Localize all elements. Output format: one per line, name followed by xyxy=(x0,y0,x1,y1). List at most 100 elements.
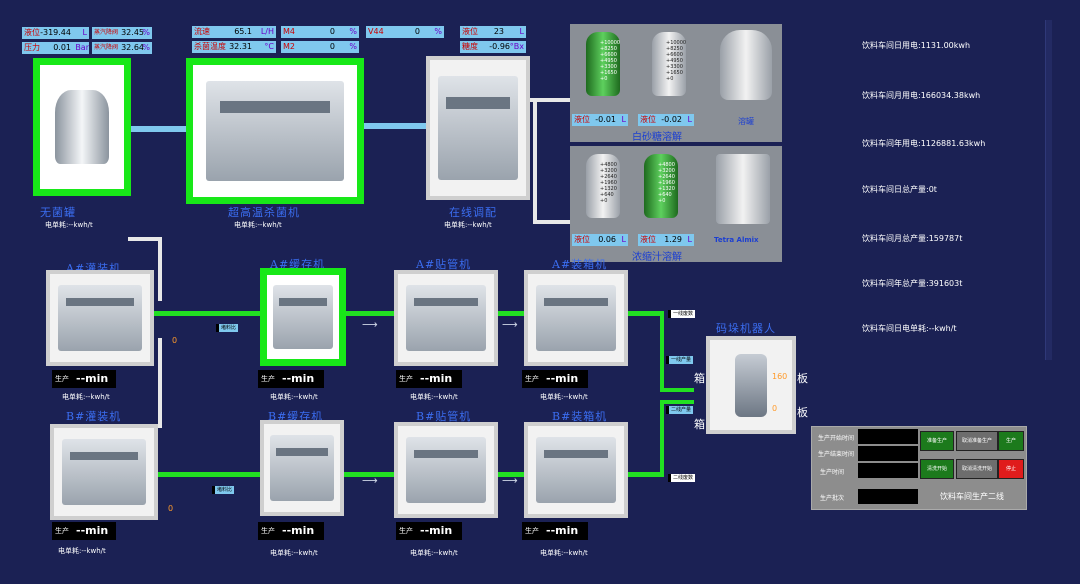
b-buffer-power: 电单耗:--kwh/t xyxy=(270,549,318,557)
line2-output-tag: 二线产量 xyxy=(666,406,694,414)
juice-tank-2: +4800+3200+2640+1960+1320+640+0 xyxy=(644,154,678,218)
a-packer-image xyxy=(535,284,617,352)
b-to-robot-vertical xyxy=(660,400,664,476)
a-straw-caption: A#贴管机 xyxy=(416,258,472,271)
b-straw-caption: B#贴管机 xyxy=(416,410,472,423)
stop-button[interactable]: 停止 xyxy=(998,459,1024,479)
robot-caption: 码垛机器人 xyxy=(716,322,776,335)
prod-time-field[interactable] xyxy=(858,463,918,478)
b-packer-power: 电单耗:--kwh/t xyxy=(540,549,588,557)
batch-field[interactable] xyxy=(858,489,918,504)
a-filler-timer: 生产--min xyxy=(52,370,116,388)
a-buffer-caption: A#缓存机 xyxy=(270,258,326,271)
b-ratio-tag: 堵料比 xyxy=(212,486,235,494)
sterile-tank-panel[interactable] xyxy=(33,58,131,196)
b-buffer-panel[interactable] xyxy=(260,420,344,516)
a-straw-image xyxy=(405,284,487,352)
b-buffer-image xyxy=(270,434,334,502)
robot-panel[interactable] xyxy=(706,336,796,434)
b-arrow-2: ⟶ xyxy=(502,474,518,487)
pipe-down-to-filler xyxy=(158,237,162,301)
a-filler-panel[interactable] xyxy=(46,270,154,366)
juice-dissolve-panel[interactable]: +4800+3200+2640+1960+1320+640+0 +4800+32… xyxy=(570,146,782,263)
produce-button[interactable]: 生产 xyxy=(998,431,1024,451)
a-straw-power: 电单耗:--kwh/t xyxy=(410,393,458,401)
b-filler-panel[interactable] xyxy=(50,424,158,520)
vertical-scrollbar[interactable] xyxy=(1045,20,1052,360)
b-filler-image xyxy=(62,438,146,506)
stat-year-power: 饮料车间年用电:1126881.63kwh xyxy=(862,139,986,148)
a-buffer-panel[interactable] xyxy=(260,268,346,366)
b-packer-image xyxy=(535,436,617,504)
a-packer-power: 电单耗:--kwh/t xyxy=(540,393,588,401)
line1-reject-tag: 一线废数 xyxy=(668,310,696,318)
b-packer-caption: B#装箱机 xyxy=(552,410,608,423)
online-mixer-power: 电单耗:--kwh/t xyxy=(444,221,492,229)
robot-box-label-1: 箱 xyxy=(694,372,705,385)
a-arrow-1: ⟶ xyxy=(362,318,378,331)
cancel-prepare-button[interactable]: 取消准备生产 xyxy=(956,431,998,451)
production-control-panel: 生产开始时间 生产结束时间 生产时间 生产批次 准备生产 取消准备生产 生产 清… xyxy=(811,426,1027,510)
production-line-name: 饮料车间生产二线 xyxy=(940,492,1004,501)
sterile-tank-caption: 无菌罐 xyxy=(40,206,76,219)
start-time-field[interactable] xyxy=(858,429,918,444)
b-filler-timer: 生产--min xyxy=(52,522,116,540)
brix-readout: 糖度-0.96°Bx xyxy=(460,41,526,53)
online-mixer-panel[interactable] xyxy=(426,56,530,200)
b-filler-caption: B#灌装机 xyxy=(66,410,122,423)
stat-month-power: 饮料车间月用电:166034.38kwh xyxy=(862,91,981,100)
robot-value-0: 0 xyxy=(772,404,778,413)
sugar-title: 白砂糖溶解 xyxy=(632,132,682,143)
b-filler-power: 电单耗:--kwh/t xyxy=(58,547,106,555)
cancel-clean-button[interactable]: 取消清洗开始 xyxy=(956,459,998,479)
a-packer-caption: A#装箱机 xyxy=(552,258,608,271)
sugar-tank-2: +10000+8250+6600+4950+3300+1650+0 xyxy=(652,32,686,96)
b-straw-power: 电单耗:--kwh/t xyxy=(410,549,458,557)
almix-unit xyxy=(716,154,770,224)
pipe-mix-to-uht xyxy=(364,123,426,129)
robot-box-label-2: 箱 xyxy=(694,418,705,431)
robot-board-label-2: 板 xyxy=(797,406,808,419)
b-straw-timer: 生产--min xyxy=(396,522,462,540)
uht-sterilizer-panel[interactable] xyxy=(186,58,364,204)
pipe-juice-to-mixer xyxy=(533,220,570,224)
uht-sterilizer-image xyxy=(206,80,344,182)
sugar-dissolve-panel[interactable]: +10000+8250+6600+4950+3300+1650+0 +10000… xyxy=(570,24,782,143)
stat-day-unit-power: 饮料车间日电单耗:--kwh/t xyxy=(862,324,957,333)
a-buffer-timer: 生产--min xyxy=(258,370,324,388)
sterile-tank-image xyxy=(55,89,109,165)
a-filler-image xyxy=(58,284,142,352)
stat-month-output: 饮料车间月总产量:159787t xyxy=(862,234,963,243)
sugar-melt-label: 溶罐 xyxy=(738,117,754,126)
b-straw-panel[interactable] xyxy=(394,422,498,518)
online-mixer-image xyxy=(437,76,519,180)
b-buffer-caption: B#缓存机 xyxy=(268,410,324,423)
a-buffer-image xyxy=(272,285,334,349)
prepare-button[interactable]: 准备生产 xyxy=(920,431,954,451)
a-packer-panel[interactable] xyxy=(524,270,628,366)
clean-start-button[interactable]: 清洗开始 xyxy=(920,459,954,479)
a-straw-panel[interactable] xyxy=(394,270,498,366)
pipe-tank-to-filler xyxy=(128,237,162,241)
end-time-field[interactable] xyxy=(858,446,918,461)
line1-output-tag: 一线产量 xyxy=(666,356,694,364)
pipe-filler-b-down xyxy=(158,338,162,428)
b-packer-panel[interactable] xyxy=(524,422,628,518)
a-ratio-tag: 堵料比 xyxy=(216,324,239,332)
b-arrow-1: ⟶ xyxy=(362,474,378,487)
pipe-juice-vertical xyxy=(533,100,537,222)
b-straw-image xyxy=(405,436,487,504)
uht-sterilizer-power: 电单耗:--kwh/t xyxy=(234,221,282,229)
a-buffer-power: 电单耗:--kwh/t xyxy=(270,393,318,401)
line2-reject-tag: 二线废数 xyxy=(668,474,696,482)
robot-board-label-1: 板 xyxy=(797,372,808,385)
